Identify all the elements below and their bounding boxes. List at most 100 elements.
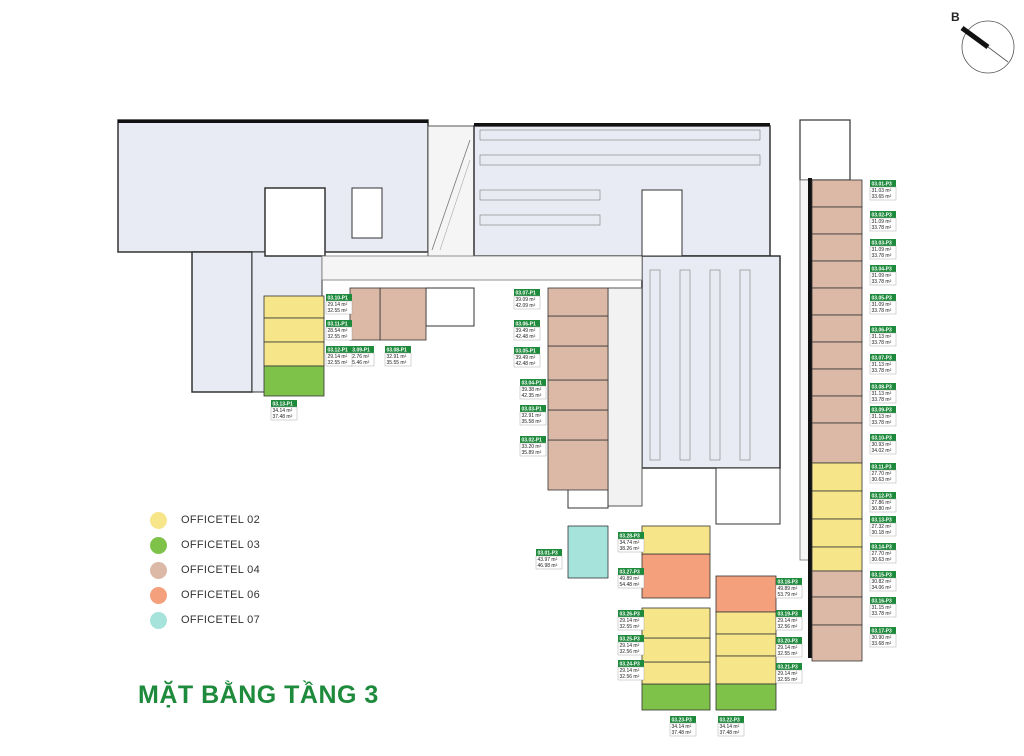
unit-03.12-P1[interactable] — [263, 341, 325, 367]
unit-03.10-P1[interactable] — [263, 295, 325, 319]
unit-area-net: 29.14 m² — [778, 618, 798, 624]
unit-03.12-P3[interactable] — [811, 490, 863, 520]
unit-code-bg — [776, 637, 802, 644]
unit-area-net: 27.32 m² — [872, 524, 892, 530]
unit-03.03-P1[interactable] — [547, 409, 609, 441]
legend-label: OFFICETEL 07 — [181, 614, 260, 626]
unit-03.16-P3[interactable] — [811, 596, 863, 626]
unit-area-net: 27.70 m² — [872, 471, 892, 477]
unit-code-bg — [670, 716, 696, 723]
unit-03.04-P1[interactable] — [547, 379, 609, 411]
unit-03.02-P1[interactable] — [547, 439, 609, 491]
unit-code: 03.25-P3 — [620, 637, 641, 643]
unit-03.19-P3[interactable] — [715, 611, 777, 635]
unit-03.14-P3[interactable] — [811, 546, 863, 572]
unit-03.08-P1[interactable] — [379, 287, 427, 341]
unit-area-gross: 33.78 m² — [872, 611, 892, 617]
unit-03.11-P3[interactable] — [811, 462, 863, 492]
unit-03.10-P3[interactable] — [811, 422, 863, 464]
unit-code-bg — [870, 543, 896, 550]
legend-swatch — [150, 611, 167, 629]
unit-03.20-P3[interactable] — [715, 633, 777, 657]
unit-03.22-P3[interactable] — [715, 683, 777, 711]
unit-03.28-P3[interactable] — [641, 525, 711, 555]
unit-area-net: 34.14 m² — [672, 724, 692, 730]
unit-03.02-P3[interactable] — [811, 206, 863, 235]
unit-03.05-P1[interactable] — [547, 345, 609, 381]
unit-03.13-P1[interactable] — [263, 365, 325, 397]
unit-03.06-P1[interactable] — [547, 315, 609, 347]
unit-03.08-P3[interactable] — [811, 368, 863, 397]
unit-03.21-P3[interactable] — [715, 655, 777, 685]
unit-03.13-P3[interactable] — [811, 518, 863, 548]
unit-code: 03.05-P3 — [872, 296, 893, 302]
unit-area-net: 34.14 m² — [273, 408, 293, 414]
unit-03.01-P3[interactable] — [811, 179, 863, 208]
unit-area-box — [519, 442, 547, 457]
unit-area-net: 29.14 m² — [328, 354, 348, 360]
unit-03.23-P3[interactable] — [641, 683, 711, 711]
unit-03.05-P3[interactable] — [811, 287, 863, 316]
unit-03.09-P1[interactable] — [349, 287, 381, 341]
unit-03.09-P3[interactable] — [811, 395, 863, 424]
unit-area-net: 32.91 m² — [522, 413, 542, 419]
unit-area-net: 29.14 m² — [620, 618, 640, 624]
unit-area-box — [869, 633, 897, 648]
unit-area-net: 39.49 m² — [516, 328, 536, 334]
unit-area-gross: 54.48 m² — [620, 582, 640, 588]
unit-area-gross: 53.79 m² — [778, 592, 798, 598]
unit-area-box — [325, 326, 353, 341]
legend-item: OFFICETEL 07 — [150, 608, 260, 632]
unit-area-gross: 33.65 m² — [872, 194, 892, 200]
unit-03.07-P3[interactable] — [811, 341, 863, 370]
unit-code: 03.17-P3 — [872, 629, 893, 635]
unit-area-box — [775, 616, 803, 631]
unit-area-box — [617, 574, 645, 589]
unit-03.18-P3[interactable] — [715, 575, 777, 613]
unit-area-box — [617, 641, 645, 656]
unit-code-bg — [870, 627, 896, 634]
unit-area-gross: 33.78 m² — [872, 225, 892, 231]
unit-03.15-P3[interactable] — [811, 570, 863, 598]
unit-area-box — [513, 295, 541, 310]
unit-area-gross: 32.55 m² — [778, 651, 798, 657]
unit-code-bg — [618, 660, 644, 667]
unit-03.17-P3[interactable] — [811, 624, 863, 662]
unit-code: 03.16-P3 — [872, 599, 893, 605]
unit-code-bg — [870, 326, 896, 333]
unit-code-bg — [385, 346, 411, 353]
unit-area-net: 31.13 m² — [872, 334, 892, 340]
unit-area-box — [869, 332, 897, 347]
legend-item: OFFICETEL 03 — [150, 533, 260, 557]
unit-03.11-P1[interactable] — [263, 317, 325, 343]
unit-03.07-P1[interactable] — [547, 287, 609, 317]
unit-03.27-P3[interactable] — [641, 553, 711, 599]
unit-03.01-P3[interactable] — [567, 525, 609, 579]
unit-03.04-P3[interactable] — [811, 260, 863, 289]
unit-area-gross: 35.58 m² — [522, 419, 542, 425]
unit-code-bg — [870, 492, 896, 499]
unit-03.06-P3[interactable] — [811, 314, 863, 343]
unit-03.25-P3[interactable] — [641, 637, 711, 663]
unit-area-net: 39.09 m² — [516, 297, 536, 303]
unit-code-bg — [870, 434, 896, 441]
unit-03.03-P3[interactable] — [811, 233, 863, 262]
unit-area-box — [717, 722, 745, 737]
unit-code: 03.02-P3 — [872, 213, 893, 219]
unit-03.24-P3[interactable] — [641, 661, 711, 685]
unit-code: 03.11-P3 — [872, 465, 892, 471]
unit-03.26-P3[interactable] — [641, 607, 711, 639]
unit-code: 03.06-P1 — [516, 322, 537, 328]
